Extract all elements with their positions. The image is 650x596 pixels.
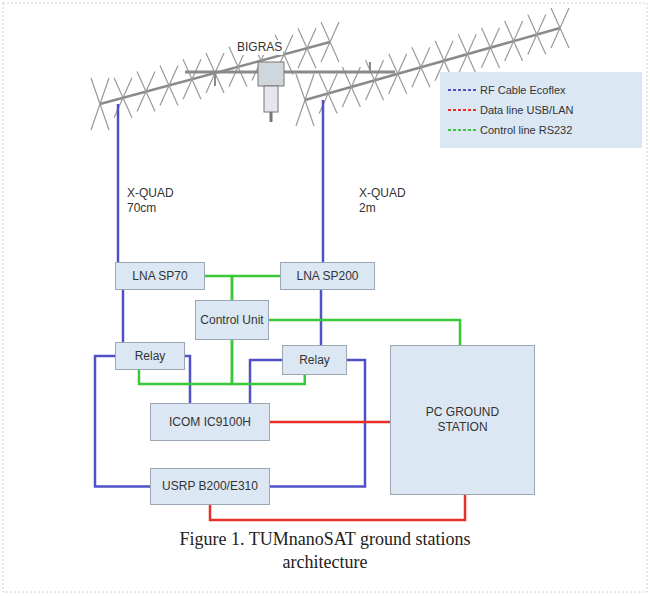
antenna-element [481,28,499,68]
antenna-element [505,21,523,61]
data-line [270,421,390,424]
antenna-element [160,65,178,105]
rf-cable [185,356,190,403]
computer-box: PC GROUND STATION [390,345,535,495]
antenna-element [458,34,476,74]
transceiver-box: ICOM IC9100H [150,403,270,441]
box-label: PC GROUND STATION [409,405,516,435]
legend-line-sample [446,105,480,115]
figure-frame [3,3,647,592]
antenna-element [551,8,569,48]
antenna-element [528,15,546,55]
mount-label: BIGRAS [236,40,283,55]
box-label: LNA SP70 [132,269,187,284]
legend-box: RF Cable EcoflexData line USB/LAN Control… [440,72,642,148]
legend-row: Data line USB/LAN [446,100,636,120]
antenna-element [114,78,132,118]
boom-clamp [214,72,216,86]
antenna-element [528,15,546,55]
antenna-element [389,54,407,94]
rf-cable [320,290,323,345]
antenna-element [366,60,384,100]
antenna-element [91,78,109,130]
antenna-element [321,22,339,62]
antenna-element [481,28,499,68]
antenna-element [389,54,407,94]
legend-row: Control line RS232 [446,120,636,140]
legend-text: RF Cable Ecoflex [480,84,566,96]
box-label: Relay [299,353,330,368]
feed-cable [322,100,325,262]
rf-cable [250,360,282,403]
relay-box: Relay [282,345,347,375]
amplifier-box: LNA SP200 [280,262,375,290]
antenna-element [183,59,201,99]
box-label: USRP B200/E310 [162,479,258,494]
antenna-element [366,60,384,100]
legend-row: RF Cable Ecoflex [446,80,636,100]
mast [270,112,273,122]
antenna-element [412,47,430,87]
box-label: LNA SP200 [296,269,358,284]
antenna-element [551,8,569,48]
rotor-body [264,86,278,112]
antenna-element [298,28,316,68]
antenna-element [296,74,314,126]
rf-cable [95,356,150,487]
feed-cable [117,104,120,262]
relay-box: Relay [115,342,185,370]
legend-line-sample [446,85,480,95]
antenna-label: X-QUAD 70cm [126,186,180,216]
antenna-element [296,74,314,126]
legend-line-sample [446,125,480,135]
figure-caption: Figure 1. TUMnanoSAT ground stations arc… [150,528,500,575]
control-line [269,320,460,345]
antenna-element [114,78,132,118]
antenna-element [160,65,178,105]
antenna-element [183,59,201,99]
legend-text: Control line RS232 [480,124,572,136]
box-label: Control Unit [200,313,263,328]
sdr-box: USRP B200/E310 [150,468,270,505]
caption-text: Figure 1. TUMnanoSAT ground stations arc… [180,529,471,572]
control-line [205,276,232,300]
antenna-element [298,28,316,68]
box-label: Relay [135,349,166,364]
antenna-element [91,78,109,130]
antenna-element [458,34,476,74]
control-box: Control Unit [195,300,268,340]
antenna-label: X-QUAD 2m [358,186,412,216]
antenna-element [137,72,155,112]
antenna-element [137,72,155,112]
control-line [232,276,280,300]
rf-cable [122,290,125,342]
legend-text: Data line USB/LAN [480,104,574,116]
antenna-element [321,22,339,62]
antenna-element [505,21,523,61]
antenna-element [412,47,430,87]
rotor-head [258,62,284,86]
cross-boom [185,71,395,74]
box-label: ICOM IC9100H [169,415,251,430]
amplifier-box: LNA SP70 [115,262,205,290]
